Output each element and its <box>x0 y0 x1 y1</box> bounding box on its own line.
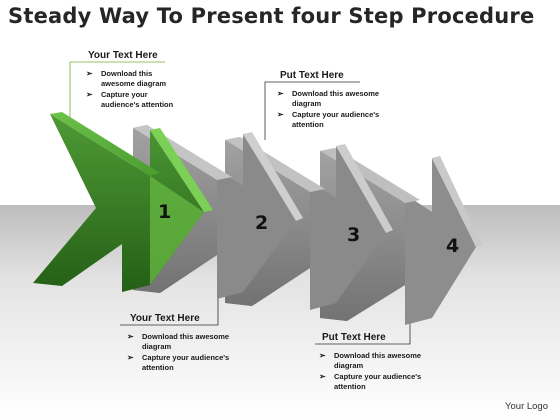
arrow-bullet-icon: ➢ <box>127 332 134 341</box>
callout-heading: Your Text Here <box>88 50 158 61</box>
callout-heading: Your Text Here <box>130 313 200 324</box>
callout-4: Put Text Here ➢Download this awesome dia… <box>319 332 422 393</box>
arrow-bullet-icon: ➢ <box>277 89 284 98</box>
logo-placeholder: Your Logo <box>505 401 548 412</box>
step-arrow-1 <box>33 112 213 292</box>
step-number-1: 1 <box>158 201 172 223</box>
callout-bullet: ➢Download this awesome diagram <box>277 89 380 108</box>
callout-bullet: ➢Download this awesome diagram <box>319 351 422 370</box>
callout-bullet: ➢Download this awesome diagram <box>127 332 230 351</box>
step-number-2: 2 <box>255 212 269 234</box>
callout-heading: Put Text Here <box>280 70 344 81</box>
arrow-bullet-icon: ➢ <box>127 353 134 362</box>
arrow-bullet-icon: ➢ <box>86 90 93 99</box>
callout-bullet: ➢Capture your audience's attention <box>319 372 422 391</box>
step-number-4: 4 <box>446 235 460 257</box>
callout-bullet: ➢Capture your audience's attention <box>127 353 230 372</box>
arrow-bullet-icon: ➢ <box>319 372 326 381</box>
callout-2: Put Text Here ➢Download this awesome dia… <box>277 70 380 131</box>
callout-bullet: ➢Capture your audience's attention <box>277 110 380 129</box>
callout-3: Your Text Here ➢Download this awesome di… <box>127 313 230 374</box>
callout-heading: Put Text Here <box>322 332 386 343</box>
callout-1: Your Text Here ➢Download this awesome di… <box>86 50 188 111</box>
arrow-bullet-icon: ➢ <box>319 351 326 360</box>
arrow-bullet-icon: ➢ <box>277 110 284 119</box>
step-number-3: 3 <box>347 224 361 246</box>
callout-bullet: ➢Download this awesome diagram <box>86 69 167 88</box>
page-title: Steady Way To Present four Step Procedur… <box>8 4 535 28</box>
arrow-bullet-icon: ➢ <box>86 69 93 78</box>
callout-bullet: ➢Capture your audience's attention <box>86 90 174 109</box>
